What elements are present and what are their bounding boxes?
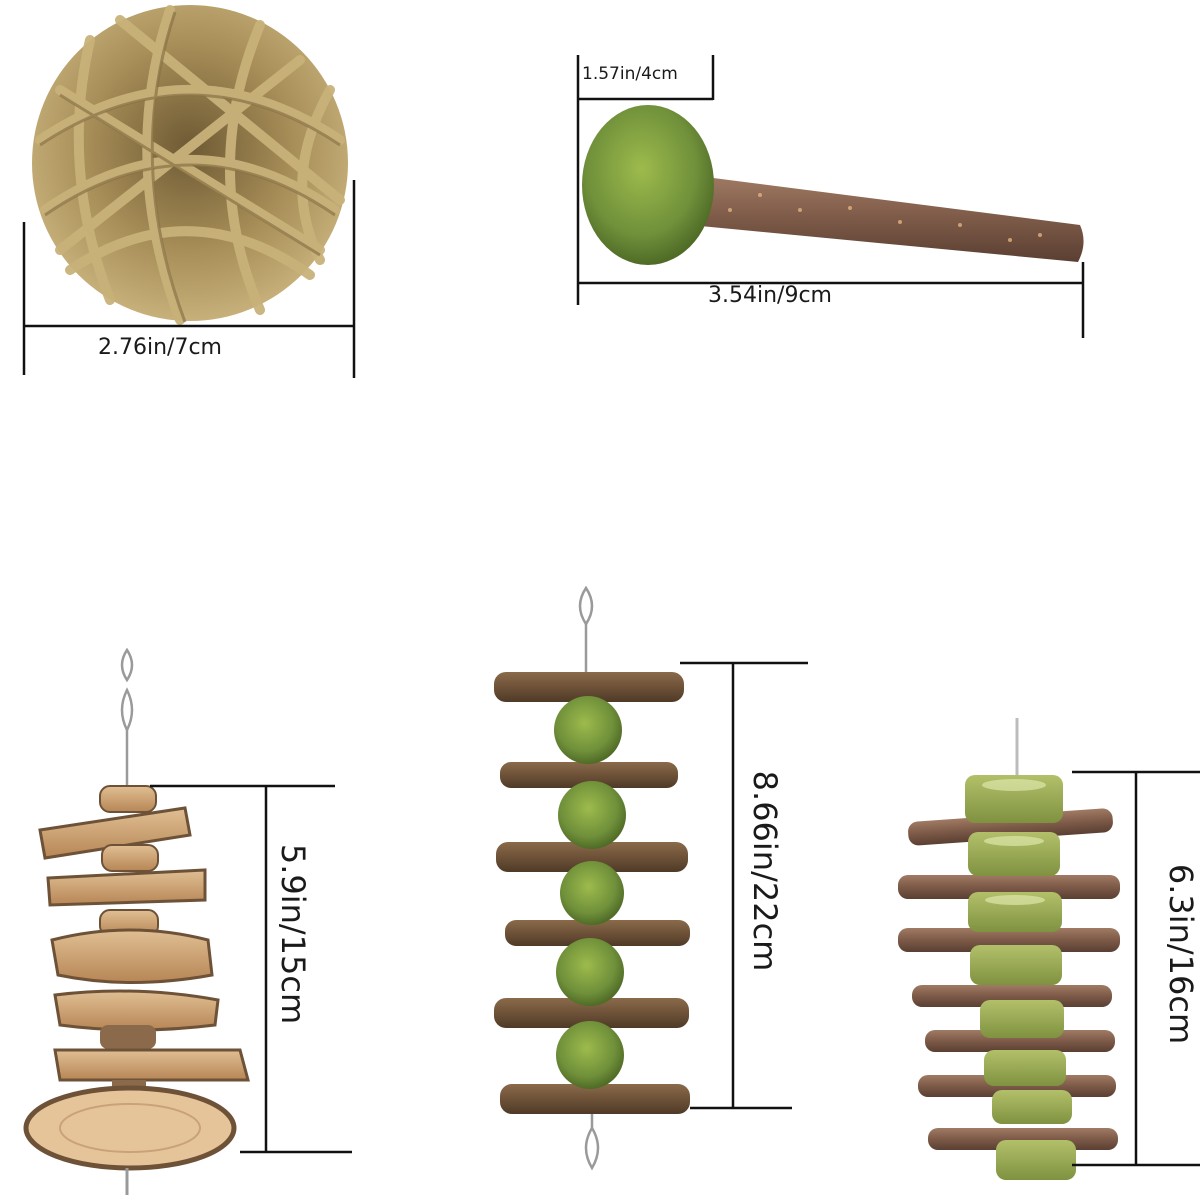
ladder-dimension-line xyxy=(680,661,808,1110)
wood-stack-dimension-label: 5.9in/15cm xyxy=(274,843,312,1025)
wood-stack-dimension-line xyxy=(150,784,352,1154)
ladder-grass-balls xyxy=(554,696,626,1089)
grass-stick-lollipop xyxy=(582,105,1084,265)
grass-ball-weave xyxy=(35,5,345,325)
bottom-clip xyxy=(584,1114,600,1171)
stick-and-grass-ring-skewer xyxy=(898,718,1120,1180)
lollipop-dimension-lines xyxy=(576,55,1085,338)
lollipop-stick xyxy=(690,175,1084,262)
lollipop-head-dimension-label: 1.57in/4cm xyxy=(582,64,678,84)
hanging-clip xyxy=(120,647,134,790)
ladder-sticks xyxy=(494,672,690,1114)
grass-ball-dimension-label: 2.76in/7cm xyxy=(98,335,222,360)
large-wood-slice xyxy=(23,1085,237,1171)
stick-and-grass-ball-ladder xyxy=(494,585,690,1171)
top-clip xyxy=(578,585,594,672)
grass-rings xyxy=(965,775,1076,1180)
grass-ball-dimension-line xyxy=(22,180,356,378)
grass-ball xyxy=(32,5,348,325)
skewer-sticks xyxy=(898,808,1120,1150)
ladder-dimension-label: 8.66in/22cm xyxy=(746,770,784,972)
lollipop-length-dimension-label: 3.54in/9cm xyxy=(708,283,832,308)
skewer-dimension-label: 6.3in/16cm xyxy=(1162,863,1200,1045)
wood-slice-stack xyxy=(23,647,250,1195)
skewer-dimension-line xyxy=(1072,770,1200,1167)
lollipop-grass-head xyxy=(582,105,714,265)
